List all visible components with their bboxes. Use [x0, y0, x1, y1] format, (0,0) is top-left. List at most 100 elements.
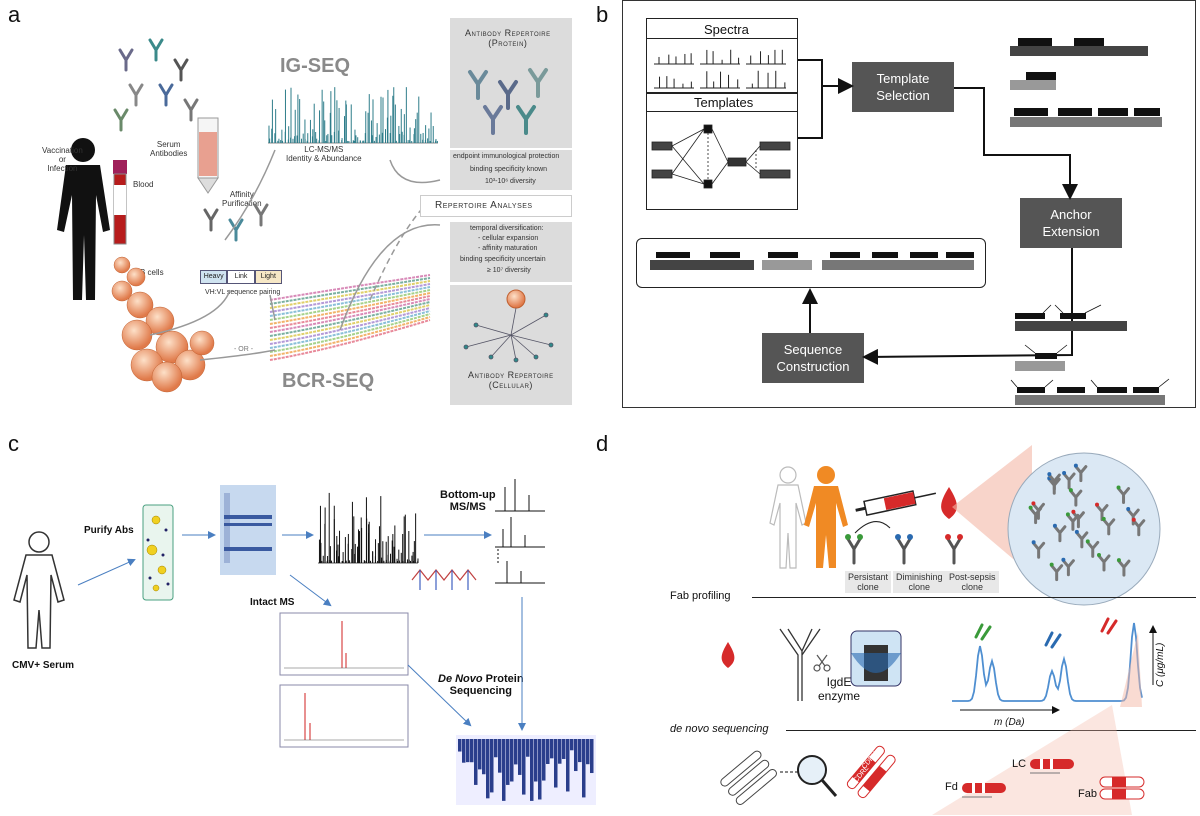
- blood-drop-small-icon: [721, 642, 735, 668]
- people-icon: [769, 466, 848, 569]
- clone-antibodies: [845, 534, 963, 565]
- de-novo-sequencing-label: de novo sequencing: [670, 723, 769, 735]
- coverage-bar: [482, 739, 486, 775]
- igg-antibody-icon: [779, 628, 821, 701]
- lc-label: LC: [1012, 758, 1027, 770]
- lc-fragment: [1030, 759, 1074, 774]
- sequence-read: [269, 310, 431, 349]
- link-segment: Link: [227, 270, 255, 284]
- igde-enzyme-label: IgdE enzyme: [818, 675, 861, 703]
- panel-d: d Persistant: [596, 425, 1200, 816]
- person-outline-icon: [13, 531, 65, 649]
- template-selection-box: Template Selection: [852, 62, 954, 112]
- persistant-clone-label: Persistant clone: [845, 571, 892, 593]
- coverage-bar: [550, 739, 554, 759]
- sequence-read: [269, 313, 431, 353]
- sequence-read: [269, 304, 431, 341]
- coverage-bar: [514, 739, 518, 765]
- coverage-bar: [570, 739, 574, 751]
- pool-antibody-tip: [1095, 502, 1100, 507]
- antibody-pool-circle: [1007, 452, 1161, 606]
- cellular-repertoire-title: Antibody Repertoire (Cellular): [468, 370, 554, 390]
- coverage-bar: [494, 739, 498, 758]
- sequence-coverage-map: [456, 735, 596, 805]
- sequence-read: [269, 283, 431, 313]
- bcr-seq-title: BCR-SEQ: [282, 370, 375, 392]
- bottom-up-spectra: [495, 479, 545, 584]
- fab-profile-spectrum: [952, 622, 1143, 707]
- sequence-reads-icon: [720, 750, 777, 805]
- fd-label: Fd: [945, 781, 958, 793]
- sequence-read: [269, 295, 431, 329]
- conc-axis-arrow: [1149, 625, 1157, 685]
- cons-seg-5: [872, 252, 898, 258]
- constructed-sequence-box: [636, 238, 986, 288]
- pool-antibody-tip: [1096, 552, 1101, 557]
- fab-label: Fab: [1078, 788, 1097, 800]
- coverage-bar: [506, 739, 510, 785]
- cons-seg-1: [656, 252, 690, 258]
- seg-bar-3d: [1134, 108, 1160, 116]
- lcms-spectrum: [268, 87, 438, 144]
- cdr-bars: [846, 745, 896, 799]
- pool-antibody: [1132, 519, 1146, 537]
- cell-note-2: - cellular expansion: [478, 235, 539, 242]
- diminishing-clone-label: Diminishing clone: [893, 571, 946, 593]
- coverage-bar: [518, 739, 522, 775]
- cons-bar-1: [650, 260, 754, 270]
- cell-note-3: - affinity maturation: [478, 245, 538, 252]
- bcr-sequence-reads: [269, 274, 431, 361]
- serum-antibodies-icon: [113, 38, 199, 132]
- de-novo-divider: [786, 730, 1196, 731]
- vhvl-label: VH:VL sequence pairing: [205, 289, 281, 296]
- coverage-bar: [574, 739, 578, 772]
- ig-seq-title: IG-SEQ: [280, 55, 351, 77]
- seg-bar-2a: [1026, 72, 1056, 80]
- coverage-bar: [586, 739, 590, 765]
- panel-label-a: a: [8, 2, 21, 27]
- b-cells-cluster: [111, 256, 215, 393]
- post-sepsis-clone-label: Post-sepsis clone: [946, 571, 999, 593]
- lcms-label: LC-MS/MS Identity & Abundance: [286, 145, 362, 163]
- fab-fragments-icons: [974, 617, 1118, 649]
- sequence-read: [269, 307, 431, 345]
- panel-c-arrows: [77, 531, 526, 731]
- de-novo-label: De Novo Protein Sequencing: [438, 673, 524, 697]
- protein-repertoire-title: Antibody Repertoire (Protein): [465, 28, 551, 48]
- vaccination-label: Vaccination or Infection: [42, 146, 83, 173]
- sds-page-gel: [220, 485, 276, 575]
- spectra-icon: [654, 49, 786, 89]
- coverage-bar: [562, 739, 566, 759]
- pool-antibody-tip: [1068, 488, 1073, 493]
- panel-b: b Spectra Templates Template Selection A…: [596, 0, 1200, 410]
- sequence-read: [269, 301, 431, 337]
- templates-divider: [646, 92, 798, 94]
- coverage-bar: [470, 739, 474, 763]
- panel-a-arrows: [149, 149, 441, 361]
- human-silhouette-icon: [57, 138, 110, 300]
- pool-antibody: [1050, 564, 1064, 582]
- scissors-icon: [813, 654, 831, 672]
- pool-antibody-tip: [1052, 523, 1057, 528]
- spectra-templates-box: [646, 18, 798, 210]
- cons-bar-3: [822, 260, 974, 270]
- mass-axis-label: m (Da): [994, 717, 1025, 728]
- seq-bar-3: [1010, 117, 1162, 127]
- seg-bar-3b: [1058, 108, 1092, 116]
- pool-antibody: [1075, 531, 1089, 549]
- seg-bar-3c: [1098, 108, 1128, 116]
- panel-label-b: b: [596, 2, 609, 27]
- coverage-bar: [578, 739, 582, 763]
- pool-antibody: [1062, 472, 1076, 490]
- coverage-bar: [542, 739, 546, 781]
- coverage-bar: [466, 739, 470, 763]
- templates-divider-2: [646, 111, 798, 112]
- blood-label: Blood: [133, 180, 154, 189]
- sequence-read: [269, 292, 431, 325]
- sequence-read: [269, 286, 431, 317]
- seq-bar-2: [1010, 80, 1056, 90]
- sequence-read: [269, 277, 431, 305]
- pool-antibody: [1117, 487, 1131, 505]
- sequence-read: [269, 319, 431, 361]
- peptide-structure: [411, 569, 477, 590]
